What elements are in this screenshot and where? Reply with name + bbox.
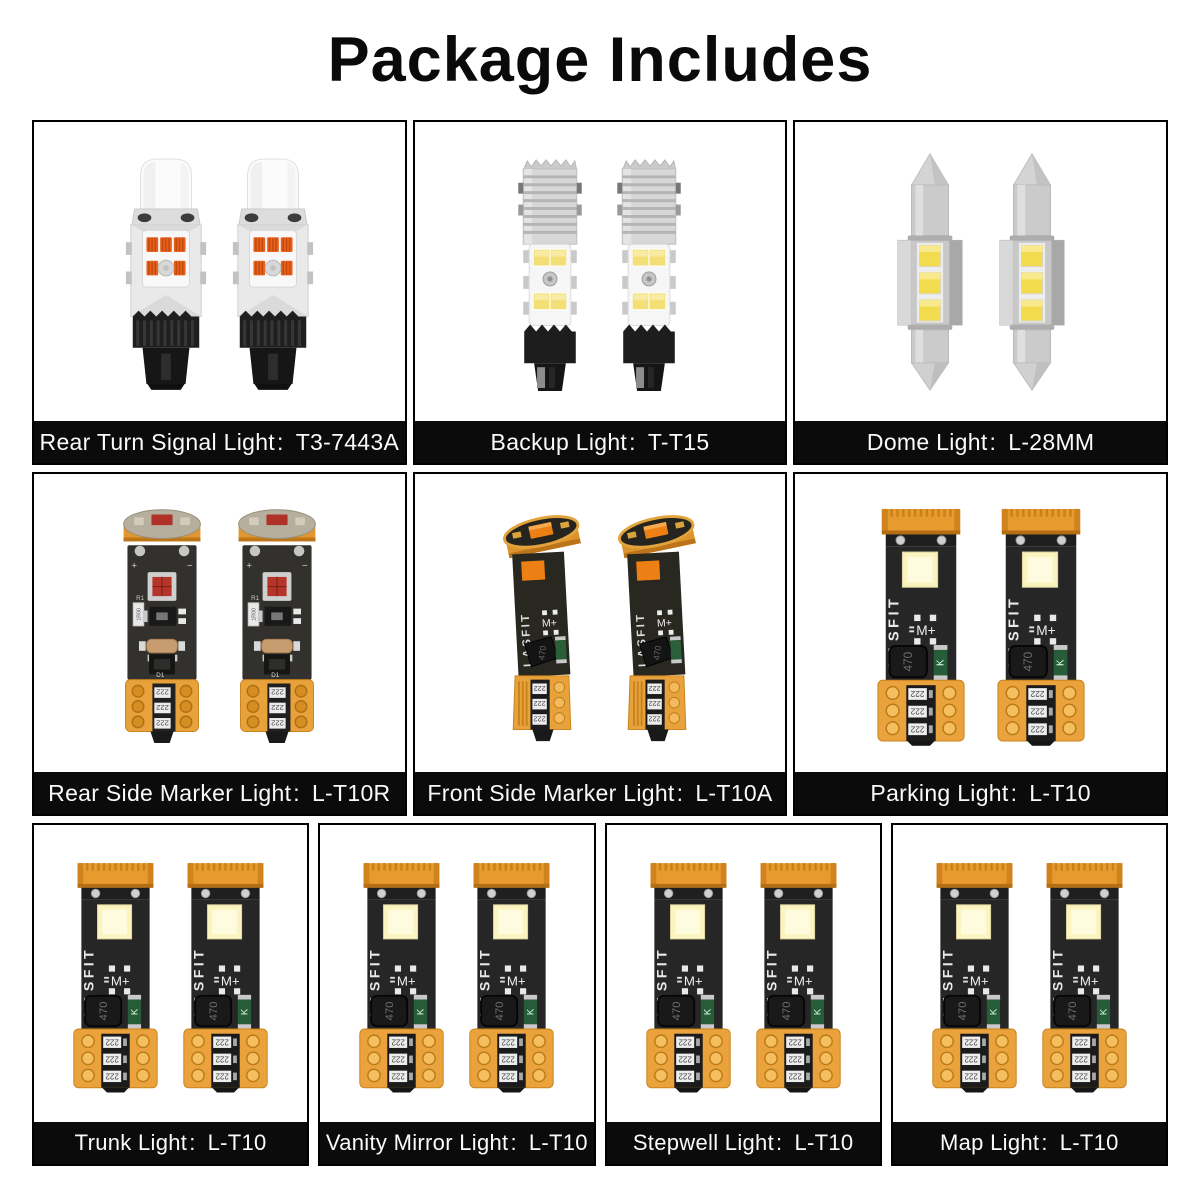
label-code: T3-7443A [295,428,400,455]
cell-dome-light: Dome Light: L-28MM [793,120,1168,465]
bulb-t10-white [356,855,447,1093]
product-image-dome [795,122,1166,421]
bulb-7443-amber [229,152,317,392]
product-image-vanity-mirror [320,825,593,1122]
bulb-t10-white [753,855,844,1093]
label-name: Front Side Marker Light [427,779,675,806]
grid-row-2: Rear Side Marker Light: L-T10R Front Side… [32,472,1168,816]
cell-rear-turn-signal-light: Rear Turn Signal Light: T3-7443A [32,120,407,465]
product-image-parking [795,474,1166,772]
label-colon: : [1041,1130,1048,1155]
cell-front-side-marker-light: Front Side Marker Light: L-T10A [412,472,788,816]
label-code: L-28MM [1008,428,1095,455]
label-colon: : [776,1130,783,1155]
bulb-t10-white [70,855,161,1093]
bulb-t15-white [609,153,689,391]
label-colon: : [510,1130,517,1155]
label-name: Backup Light [490,428,628,455]
product-image-rear-side-marker [34,474,405,772]
cell-label: Parking Light: L-T10 [795,772,1166,814]
label-colon: : [1010,779,1018,806]
product-image-trunk [34,825,307,1122]
product-image-backup [415,122,786,421]
cell-label: Rear Turn Signal Light: T3-7443A [34,421,405,463]
bulb-t10-white [180,855,271,1093]
cell-label: Backup Light: T-T15 [414,421,786,463]
bulb-t10-white [643,855,734,1093]
label-colon: : [676,779,684,806]
cell-map-light: Map Light: L-T10 [890,823,1168,1166]
product-image-front-side-marker [415,474,786,772]
product-image-rear-turn-signal [34,122,405,421]
bulb-t10-white [874,501,968,746]
label-name: Map Light [940,1130,1040,1155]
cell-label: Rear Side Marker Light: L-T10R [34,772,405,814]
cell-label: Trunk Light: L-T10 [34,1122,308,1164]
label-code: L-T10A [695,779,773,806]
cell-label: Dome Light: L-28MM [795,421,1166,463]
label-colon: : [189,1130,196,1155]
cell-parking-light: Parking Light: L-T10 [793,472,1168,816]
cell-stepwell-light: Stepwell Light: L-T10 [604,823,882,1166]
label-colon: : [989,428,997,455]
cell-trunk-light: Trunk Light: L-T10 [32,823,310,1166]
label-code: T-T15 [647,428,710,455]
label-code: L-T10 [1059,1130,1119,1155]
grid-row-3: Trunk Light: L-T10 Vanity Mirror Light: L-… [32,823,1168,1166]
label-name: Rear Side Marker Light [48,779,292,806]
cell-label: Front Side Marker Light: L-T10A [414,772,786,814]
grid-row-1: Rear Turn Signal Light: T3-7443A Backup L… [32,120,1168,465]
cell-label: Stepwell Light: L-T10 [606,1122,880,1164]
label-code: L-T10 [794,1130,854,1155]
product-image-map [893,825,1166,1122]
label-code: L-T10 [207,1130,267,1155]
bulb-t10-red-top [114,503,210,743]
bulb-7443-amber [122,152,210,392]
cell-label: Map Light: L-T10 [892,1122,1166,1164]
label-name: Dome Light [866,428,988,455]
bulb-t10-amber-angle [494,503,590,743]
label-name: Rear Turn Signal Light [39,428,275,455]
label-name: Vanity Mirror Light [325,1130,509,1155]
cell-backup-light: Backup Light: T-T15 [412,120,788,465]
label-code: L-T10R [311,779,391,806]
bulb-t10-white [466,855,557,1093]
bulb-festoon-28mm [994,150,1070,393]
cell-vanity-mirror-light: Vanity Mirror Light: L-T10 [318,823,596,1166]
bulb-t10-white [994,501,1088,746]
bulb-t15-white [510,153,590,391]
label-name: Stepwell Light [632,1130,775,1155]
cell-label: Vanity Mirror Light: L-T10 [320,1122,594,1164]
bulb-t10-white [1039,855,1130,1093]
bulb-festoon-28mm [892,150,968,393]
label-colon: : [277,428,284,455]
bulb-t10-white [929,855,1020,1093]
label-name: Trunk Light [74,1130,188,1155]
bulb-t10-amber-angle [609,503,705,743]
label-code: L-T10 [1029,779,1091,806]
package-grid: Rear Turn Signal Light: T3-7443A Backup L… [0,120,1200,1166]
label-name: Parking Light [870,779,1009,806]
label-colon: : [293,779,300,806]
bulb-t10-red-top [229,503,325,743]
cell-rear-side-marker-light: Rear Side Marker Light: L-T10R [32,472,407,816]
product-image-stepwell [607,825,880,1122]
label-code: L-T10 [528,1130,588,1155]
label-colon: : [629,428,636,455]
page-title: Package Includes [327,25,873,95]
